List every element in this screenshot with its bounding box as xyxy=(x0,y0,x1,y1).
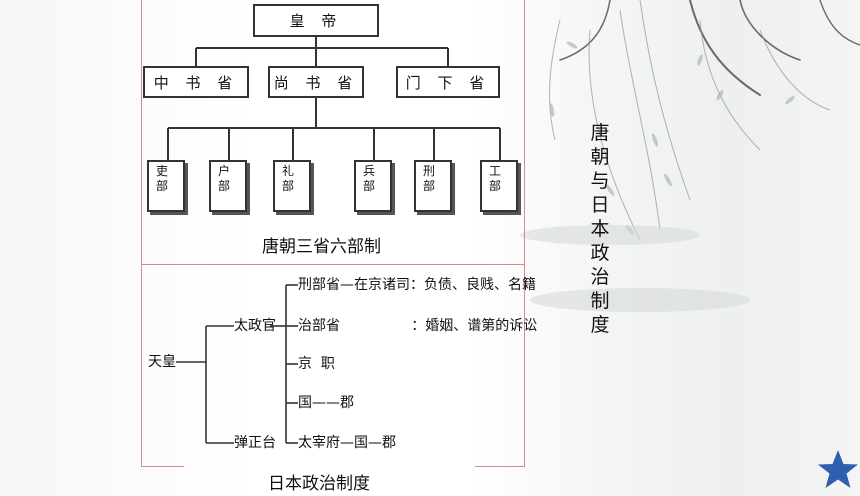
side-title: 唐朝与日本政治制度 xyxy=(590,122,610,336)
ministry-gong-works: 工部 xyxy=(480,160,518,212)
ministry-xing-justice: 刑部 xyxy=(414,160,452,212)
japan-branch-koku-gun: 国——郡 xyxy=(298,395,354,411)
frame-bottom-right xyxy=(475,466,525,467)
province-shangshu: 尚 书 省 xyxy=(268,66,364,98)
province-zhongshu: 中 书 省 xyxy=(143,66,249,98)
ministry-li-personnel: 吏部 xyxy=(147,160,185,212)
japan-branch-jibusho: 治部省 ：婚姻、谱第的诉讼 xyxy=(298,318,538,334)
ministry-hu-revenue: 户部 xyxy=(209,160,247,212)
star-icon[interactable] xyxy=(816,448,860,492)
japan-branch-dazaifu: 太宰府—国—郡 xyxy=(298,435,396,451)
frame-left xyxy=(141,0,142,466)
japan-caption: 日本政治制度 xyxy=(268,474,370,494)
frame-right xyxy=(524,0,525,466)
ministry-bing-war: 兵部 xyxy=(354,160,392,212)
tang-caption: 唐朝三省六部制 xyxy=(262,237,381,257)
emperor-box: 皇 帝 xyxy=(253,4,379,37)
frame-bottom-left xyxy=(141,466,184,467)
frame-divider xyxy=(141,264,525,265)
japan-branch-gyobusho: 刑部省—在京诸司：负债、良贱、名籍 xyxy=(298,277,536,293)
japan-danjodai: 弹正台 xyxy=(234,435,276,451)
japan-dajokan: 太政官 xyxy=(234,318,276,334)
ministry-li-rites: 礼部 xyxy=(273,160,311,212)
japan-root-emperor: 天皇 xyxy=(148,354,176,370)
province-menxia: 门 下 省 xyxy=(396,66,500,98)
japan-branch-kyoshiki: 京 职 xyxy=(298,356,335,372)
